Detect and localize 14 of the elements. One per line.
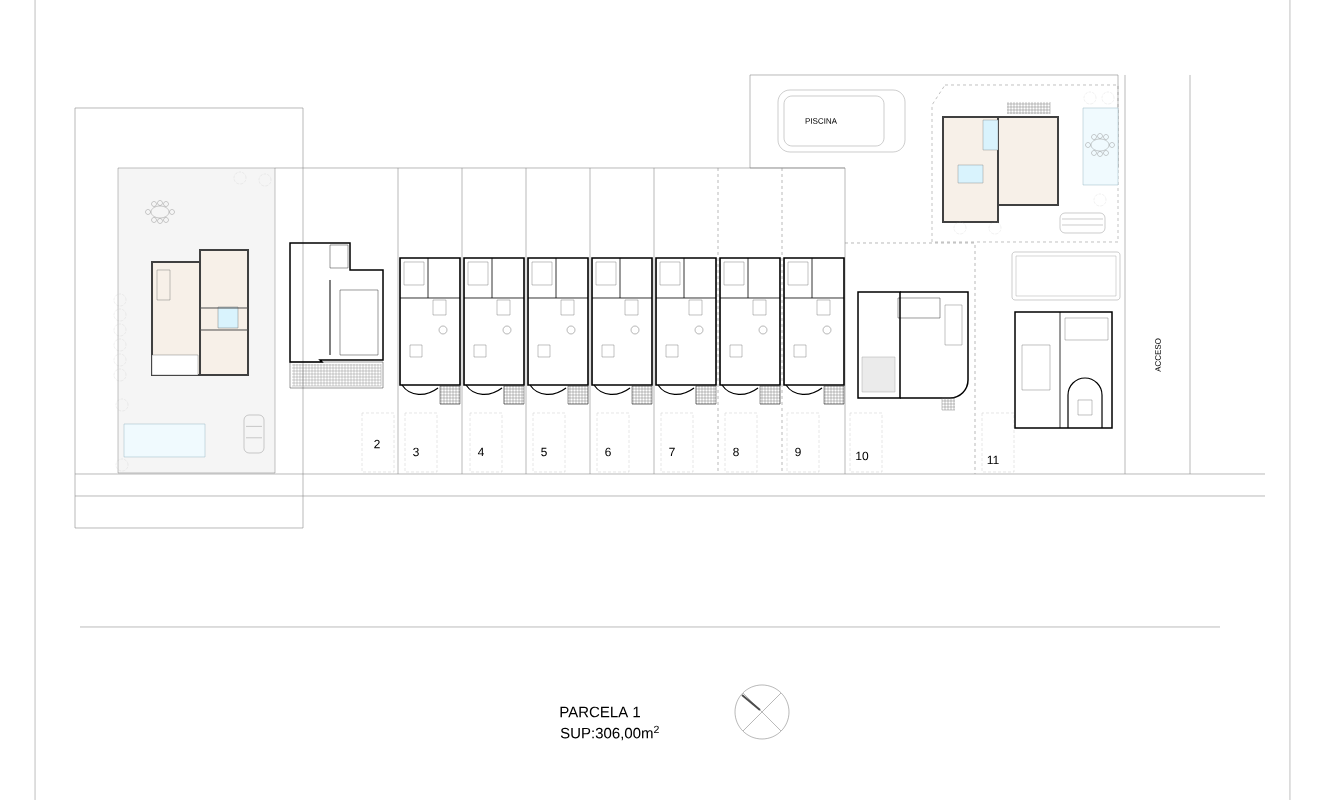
- plot-number: 4: [477, 447, 484, 457]
- plot-number: 7: [669, 447, 675, 457]
- plot-number: 5: [541, 447, 547, 457]
- pool-label: PISCINA: [805, 118, 837, 124]
- access-label: ACCESO: [1155, 338, 1161, 372]
- plot-number: 2: [374, 439, 380, 449]
- plot-title: SUP:306,00m$^{2}$: [560, 725, 659, 741]
- plot-number: 3: [413, 447, 419, 457]
- plot-number: 10: [856, 451, 869, 461]
- plot-number: 11: [987, 455, 999, 465]
- plot-number: 8: [733, 447, 739, 457]
- plot-title: PARCELA 1: [560, 706, 640, 718]
- plot-number: 9: [795, 447, 801, 457]
- plot-number: 6: [605, 447, 611, 457]
